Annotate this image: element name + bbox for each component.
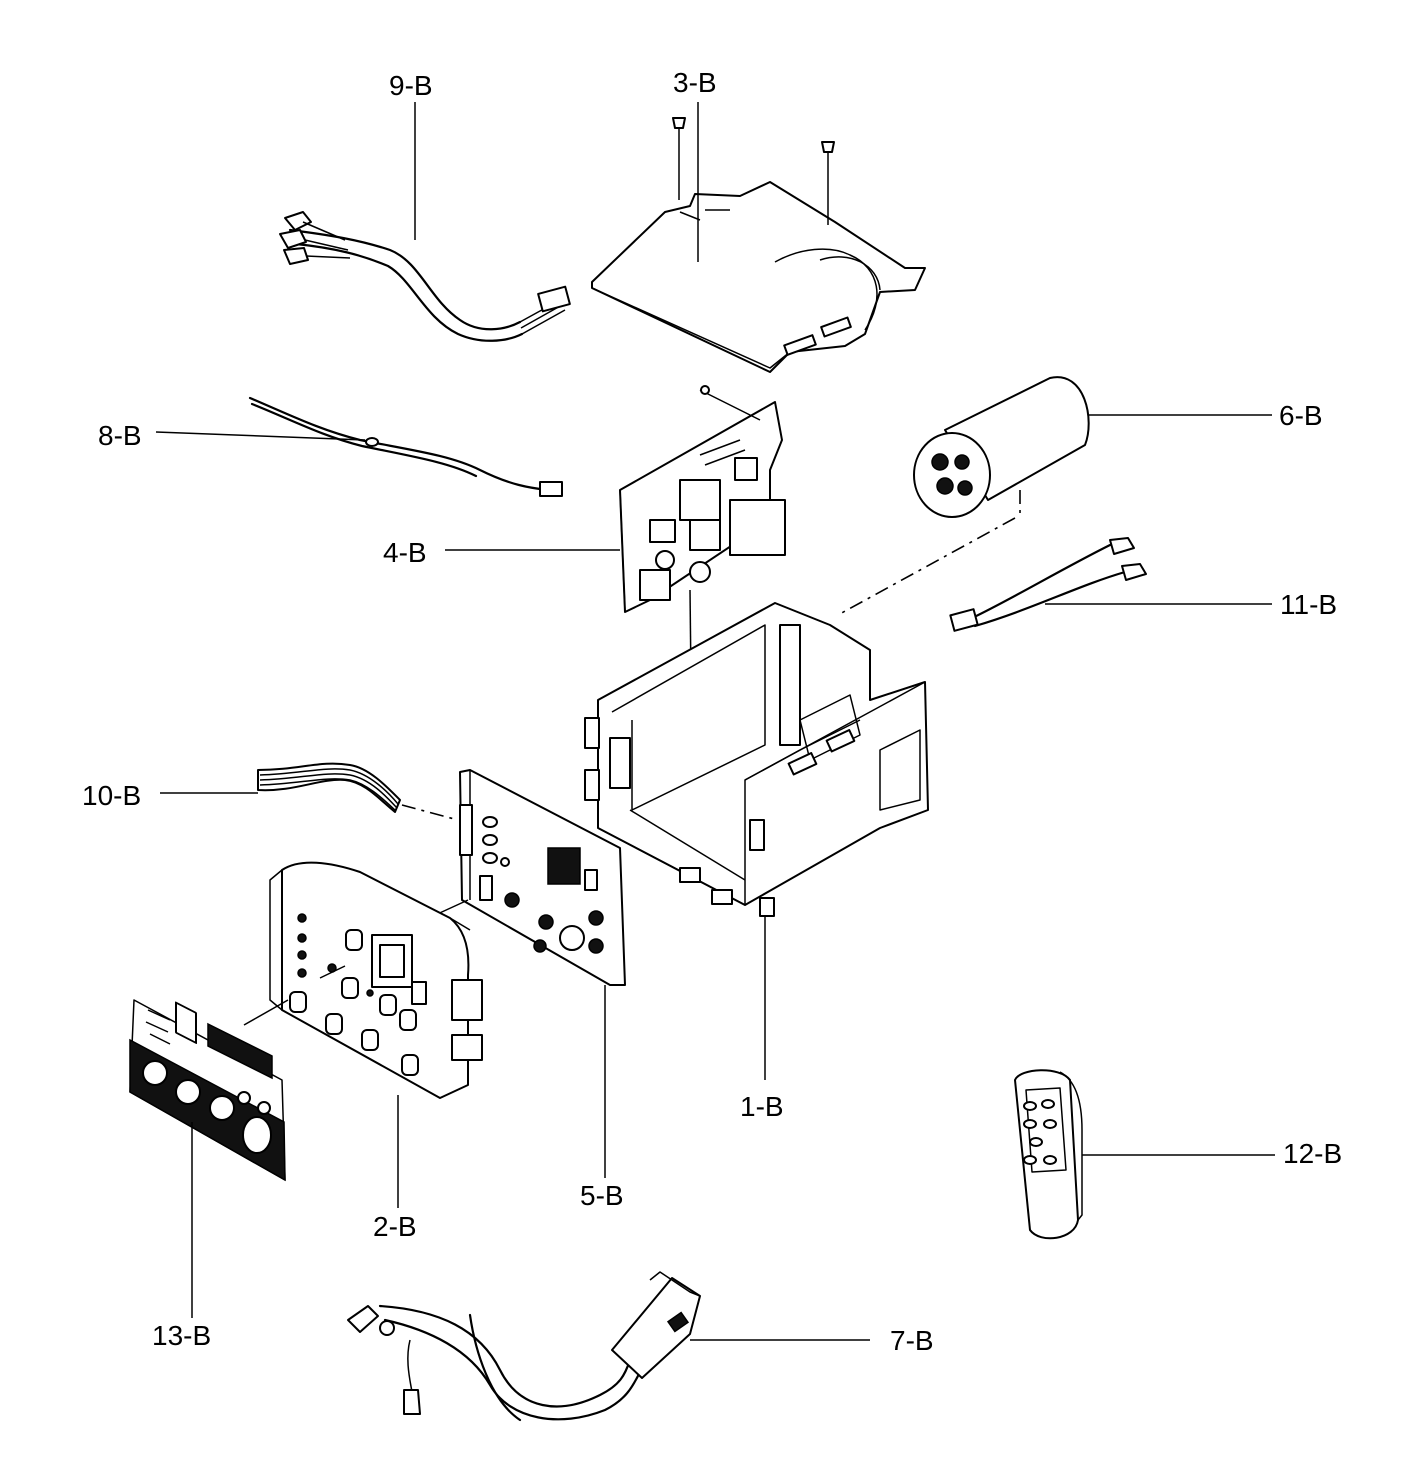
part-4b-control-board bbox=[619, 385, 786, 771]
label-11b: 11-B bbox=[1280, 589, 1337, 620]
part-9b-wire-harness bbox=[279, 211, 571, 342]
label-7b: 7-B bbox=[890, 1325, 934, 1356]
label-12b: 12-B bbox=[1283, 1138, 1342, 1169]
part-7b-power-cord bbox=[347, 1271, 870, 1422]
part-5b-display-board bbox=[419, 769, 626, 1178]
part-11b-wire-pair bbox=[949, 537, 1147, 632]
label-4b: 4-B bbox=[383, 537, 427, 568]
label-9b: 9-B bbox=[389, 70, 433, 101]
part-labels: 9-B 3-B 8-B 6-B 4-B 11-B 10-B 1-B 12-B 5… bbox=[82, 67, 1342, 1356]
label-8b: 8-B bbox=[98, 420, 142, 451]
label-2b: 2-B bbox=[373, 1211, 417, 1242]
label-5b: 5-B bbox=[580, 1180, 624, 1211]
part-2b-front-panel bbox=[243, 861, 483, 1208]
part-8b-wire bbox=[248, 396, 563, 497]
part-6b-capacitor bbox=[837, 376, 1090, 616]
part-13b-decal: Timer bbox=[129, 999, 286, 1318]
part-10b-ribbon-cable bbox=[257, 762, 459, 821]
label-13b: 13-B bbox=[152, 1320, 211, 1351]
part-12b-remote-control bbox=[1014, 1069, 1275, 1240]
part-3b-top-cover bbox=[591, 117, 926, 373]
label-10b: 10-B bbox=[82, 780, 141, 811]
label-1b: 1-B bbox=[740, 1091, 784, 1122]
leader-lines bbox=[155, 102, 1272, 794]
label-6b: 6-B bbox=[1279, 400, 1323, 431]
part-1b-cabinet bbox=[584, 602, 929, 1080]
label-3b: 3-B bbox=[673, 67, 717, 98]
